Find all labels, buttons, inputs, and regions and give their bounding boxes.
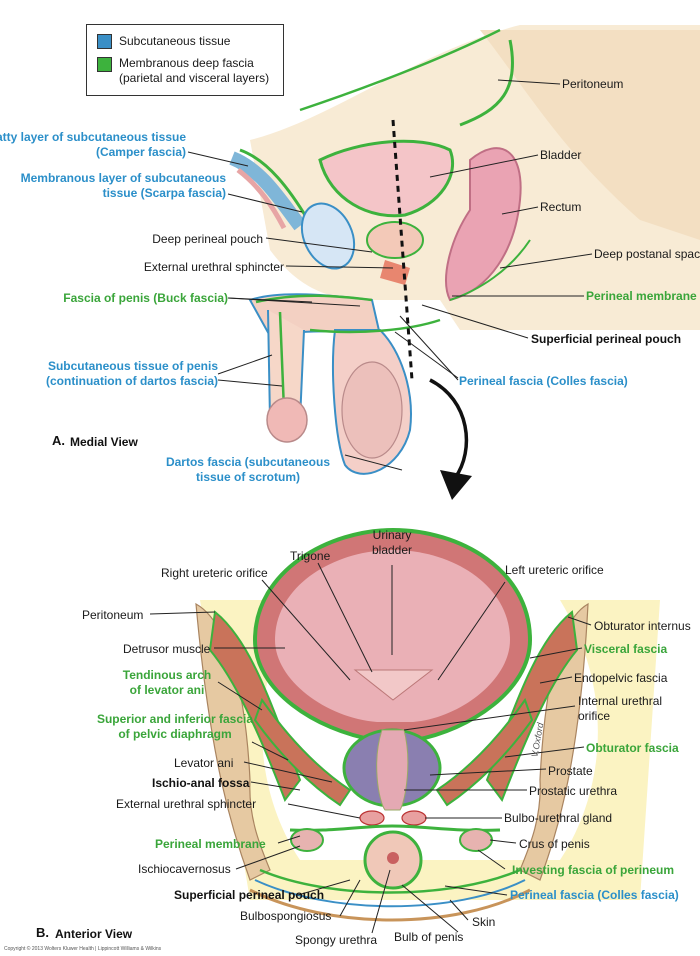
label-ischiocavernosus: Ischiocavernosus (138, 862, 231, 876)
label-dartos-fascia-2: tissue of scrotum) (195, 470, 300, 484)
copyright-notice: Copyright © 2013 Wolters Kluwer Health |… (4, 946, 162, 952)
label-crus-of-penis: Crus of penis (519, 837, 590, 851)
label-visceral-fascia: Visceral fascia (584, 642, 668, 656)
label-deep-postanal-space: Deep postanal space (594, 247, 700, 261)
label-scarpa-fascia-1: Membranous layer of subcutaneous (20, 171, 226, 185)
anterior-view-leader-lines (149, 562, 592, 934)
label-urinary-bladder-2: bladder (371, 543, 413, 557)
view-a-title: Medial View (70, 435, 138, 449)
label-obturator-internus: Obturator internus (594, 619, 691, 633)
view-a-letter: A. (52, 433, 65, 448)
label-skin: Skin (472, 915, 496, 929)
legend-label-membranous: Membranous deep fascia (119, 56, 254, 70)
label-rectum: Rectum (540, 200, 582, 214)
label-obturator-fascia: Obturator fascia (586, 741, 679, 755)
label-superficial-perineal-pouch-a: Superficial perineal pouch (531, 332, 682, 346)
label-subcutaneous-penis-1: Subcutaneous tissue of penis (47, 359, 218, 373)
label-levator-ani: Levator ani (174, 756, 234, 770)
label-superficial-perineal-pouch-b: Superficial perineal pouch (174, 888, 325, 902)
label-bulbospongiosus: Bulbospongiosus (240, 909, 332, 923)
label-peritoneum-b: Peritoneum (82, 608, 144, 622)
legend-label-membranous-note: (parietal and visceral layers) (119, 71, 270, 85)
label-pelvic-diaphragm-fascia-1: Superior and inferior fascia (96, 712, 254, 726)
view-b-title: Anterior View (55, 927, 133, 941)
label-investing-fascia: Investing fascia of perineum (512, 863, 675, 877)
label-perineal-membrane-b: Perineal membrane (155, 837, 266, 851)
medial-view-leader-lines (187, 79, 593, 471)
label-buck-fascia: Fascia of penis (Buck fascia) (63, 291, 228, 305)
label-subcutaneous-penis-2: (continuation of dartos fascia) (45, 374, 218, 388)
legend-label-subcutaneous: Subcutaneous tissue (119, 34, 231, 48)
label-internal-urethral-orifice-2: orifice (578, 709, 611, 723)
label-colles-fascia-a: Perineal fascia (Colles fascia) (459, 374, 628, 388)
label-pelvic-diaphragm-fascia-2: of pelvic diaphragm (118, 727, 232, 741)
legend-swatch-subcutaneous (97, 34, 112, 49)
label-tendinous-arch-1: Tendinous arch (122, 668, 212, 682)
label-right-ureteric-orifice: Right ureteric orifice (161, 566, 268, 580)
label-deep-perineal-pouch: Deep perineal pouch (152, 232, 263, 246)
label-internal-urethral-orifice-1: Internal urethral (578, 694, 663, 708)
label-bulbo-urethral-gland: Bulbo-urethral gland (504, 811, 613, 825)
label-prostatic-urethra: Prostatic urethra (529, 784, 618, 798)
label-trigone: Trigone (290, 549, 331, 563)
view-b-letter: B. (36, 925, 49, 940)
label-external-urethral-sphincter-b: External urethral sphincter (116, 797, 257, 811)
label-camper-fascia-2: (Camper fascia) (95, 145, 186, 159)
medial-view-illustration (229, 25, 700, 500)
label-camper-fascia-1: Fatty layer of subcutaneous tissue (0, 130, 186, 144)
label-prostate: Prostate (548, 764, 593, 778)
label-external-urethral-sphincter-a: External urethral sphincter (143, 260, 284, 274)
label-dartos-fascia-1: Dartos fascia (subcutaneous (165, 455, 331, 469)
label-colles-fascia-b: Perineal fascia (Colles fascia) (510, 888, 679, 902)
label-left-ureteric-orifice: Left ureteric orifice (505, 563, 604, 577)
label-endopelvic-fascia: Endopelvic fascia (574, 671, 668, 685)
label-bulb-of-penis: Bulb of penis (394, 930, 464, 944)
label-detrusor-muscle: Detrusor muscle (123, 642, 211, 656)
label-ischio-anal-fossa: Ischio-anal fossa (152, 776, 250, 790)
label-bladder-a: Bladder (540, 148, 582, 162)
label-tendinous-arch-2: of levator ani (129, 683, 205, 697)
label-peritoneum-a: Peritoneum (562, 77, 624, 91)
legend-swatch-membranous (97, 57, 112, 72)
label-perineal-membrane-a: Perineal membrane (586, 289, 697, 303)
legend: Subcutaneous tissue Membranous deep fasc… (86, 24, 284, 96)
label-scarpa-fascia-2: tissue (Scarpa fascia) (102, 186, 226, 200)
label-urinary-bladder-1: Urinary (372, 528, 412, 542)
label-spongy-urethra: Spongy urethra (295, 933, 378, 947)
